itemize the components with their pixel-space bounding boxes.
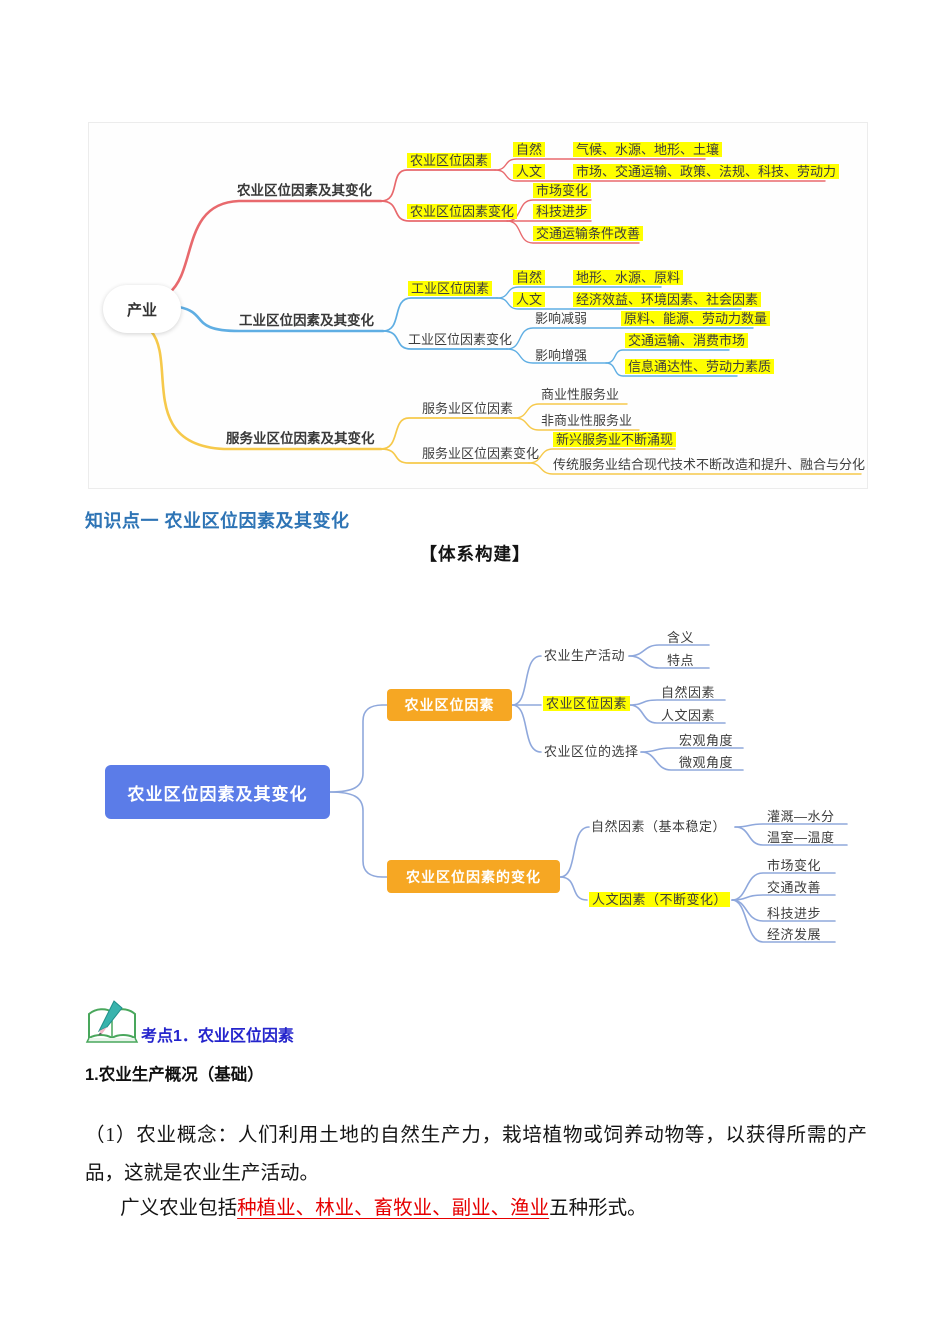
exam-point-heading: 考点1．农业区位因素 <box>141 1028 294 1045</box>
agriculture-mindmap: 农业区位因素及其变化 农业区位因素 农业区位因素的变化 农业生产活动 含义 特点… <box>95 615 885 965</box>
mindmap2-branch-factors: 农业区位因素 <box>387 689 512 721</box>
leaf: 灌溉—水分 <box>767 809 835 824</box>
paragraph-suffix: 五种形式。 <box>549 1197 647 1219</box>
leaf: 科技进步 <box>533 204 592 219</box>
branch-label-industry: 工业区位因素及其变化 <box>239 313 374 328</box>
leaf-value: 市场、交通运输、政策、法规、科技、劳动力 <box>573 164 840 179</box>
mindmap2-root: 农业区位因素及其变化 <box>105 765 330 819</box>
book-pencil-icon <box>85 1000 139 1043</box>
leaf: 宏观角度 <box>679 733 734 748</box>
leaf: 经济发展 <box>767 927 822 942</box>
leaf: 交通运输条件改善 <box>533 226 644 241</box>
branch-label-agriculture: 农业区位因素及其变化 <box>237 183 372 198</box>
leaf-value: 气候、水源、地形、土壤 <box>573 142 723 157</box>
leaf-key: 影响增强 <box>535 348 588 363</box>
leaf-value: 信息通达性、劳动力素质 <box>625 359 775 374</box>
leaf-value: 原料、能源、劳动力数量 <box>621 311 771 326</box>
subsection-heading: 1.农业生产概况（基础） <box>85 1066 264 1084</box>
industry-overview-mindmap: 产业 农业区位因素及其变化 农业区位因素 自然 气候、水源、地形、土壤 人文 市… <box>88 122 868 489</box>
leaf-key: 影响减弱 <box>535 311 588 326</box>
node-agri-changes: 农业区位因素变化 <box>407 204 518 219</box>
leaf: 传统服务业结合现代技术不断改造和提升、融合与分化 <box>553 457 866 472</box>
node: 农业区位的选择 <box>544 744 639 759</box>
mindmap-root-industry: 产业 <box>103 285 181 333</box>
leaf-value: 经济效益、环境因素、社会因素 <box>573 292 762 307</box>
node-svc-factors: 服务业区位因素 <box>422 401 514 416</box>
leaf: 特点 <box>667 653 695 668</box>
node-ind-changes: 工业区位因素变化 <box>408 332 513 347</box>
leaf-key: 人文 <box>513 164 546 179</box>
leaf: 微观角度 <box>679 755 734 770</box>
leaf: 自然因素 <box>661 685 716 700</box>
node-svc-changes: 服务业区位因素变化 <box>422 446 540 461</box>
node-ind-factors: 工业区位因素 <box>408 281 493 296</box>
node-agri-factors: 农业区位因素 <box>407 153 492 168</box>
mindmap-connector-lines <box>149 158 862 475</box>
paragraph-prefix: 广义农业包括 <box>120 1197 238 1219</box>
mindmap2-branch-changes: 农业区位因素的变化 <box>387 860 560 893</box>
system-build-heading: 【体系构建】 <box>419 544 531 564</box>
leaf: 温室—温度 <box>767 830 835 845</box>
leaf: 市场变化 <box>533 183 592 198</box>
mindmap-connector-lines <box>329 644 848 943</box>
leaf: 市场变化 <box>767 858 822 873</box>
knowledge-point-heading: 知识点一 农业区位因素及其变化 <box>85 511 350 531</box>
leaf: 非商业性服务业 <box>541 413 633 428</box>
node-human-changing: 人文因素（不断变化） <box>589 892 731 907</box>
node-natural-stable: 自然因素（基本稳定） <box>591 819 727 834</box>
agriculture-forms-highlight: 种植业、林业、畜牧业、副业、渔业 <box>237 1197 550 1219</box>
paragraph-broad-agriculture: 广义农业包括种植业、林业、畜牧业、副业、渔业五种形式。 <box>85 1190 867 1228</box>
node-agri-location-factors: 农业区位因素 <box>543 696 631 711</box>
leaf: 含义 <box>667 630 695 645</box>
leaf-value: 地形、水源、原料 <box>573 270 684 285</box>
branch-label-services: 服务业区位因素及其变化 <box>226 431 375 446</box>
leaf: 交通改善 <box>767 880 822 895</box>
leaf-key: 自然 <box>513 270 546 285</box>
paragraph-agriculture-concept: （1）农业概念：人们利用土地的自然生产力，栽培植物或饲养动物等，以获得所需的产品… <box>85 1124 867 1184</box>
node: 农业生产活动 <box>544 648 626 663</box>
leaf: 新兴服务业不断涌现 <box>553 432 677 447</box>
leaf: 商业性服务业 <box>541 387 620 402</box>
leaf: 科技进步 <box>767 906 822 921</box>
leaf-key: 人文 <box>513 292 546 307</box>
leaf-key: 自然 <box>513 142 546 157</box>
leaf: 人文因素 <box>661 708 716 723</box>
leaf-value: 交通运输、消费市场 <box>625 333 749 348</box>
